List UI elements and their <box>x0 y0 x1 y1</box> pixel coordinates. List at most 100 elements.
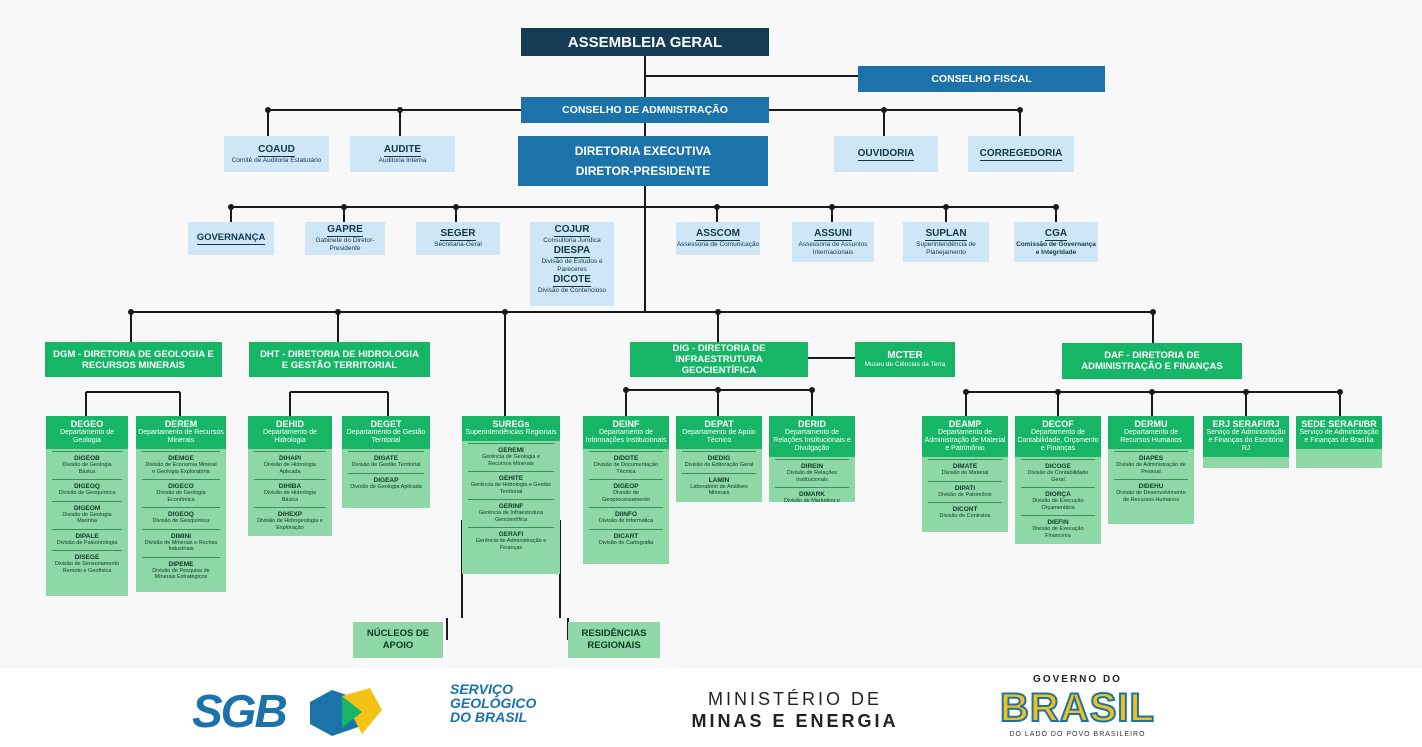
deget-code: DEGET <box>370 419 402 429</box>
seger-code: SEGER <box>440 228 476 241</box>
division-code: DIHEXP <box>277 511 303 518</box>
sgb-sub-2: GEOLÓGICO <box>450 695 537 711</box>
ouvidoria-box: OUVIDORIA <box>834 136 938 172</box>
division-code: LAMIN <box>708 476 730 484</box>
division-name: Divisão de Geoprocessamento <box>602 490 650 503</box>
seger-name: Secretaria-Geral <box>434 241 482 248</box>
division-code: DICONT <box>952 506 978 513</box>
diretoria-executiva-box: DIRETORIA EXECUTIVA DIRETOR-PRESIDENTE <box>518 136 768 186</box>
division-name: Divisão de Execução Orçamentária <box>1032 498 1084 511</box>
corregedoria-box: CORREGEDORIA <box>968 136 1074 172</box>
dgm-label: DGM - DIRETORIA DE GEOLOGIA E RECURSOS M… <box>53 348 214 371</box>
division-name: Divisão de Geologia Aplicada <box>350 483 422 490</box>
division-code: DIMATE <box>952 463 978 470</box>
audite-name: Auditoria Interna <box>378 156 427 164</box>
division-name: Divisão de Geologia Econômica <box>156 490 206 503</box>
division-name: Divisão de Hidrologia Aplicada <box>264 462 316 475</box>
ministerio-logo: MINISTÉRIO DE MINAS E ENERGIA <box>650 688 940 732</box>
division-name: Divisão de Pesquisa de Minerais Estratég… <box>152 567 210 581</box>
governanca-box: GOVERNANÇA <box>188 222 274 255</box>
division-code: DIPATI <box>954 484 976 492</box>
division-name: Gerência de Hidrologia e Gestão Territor… <box>470 482 552 495</box>
erj-code: ERJ SERAFI/RJ <box>1212 419 1280 429</box>
division-code: DIHIBA <box>278 483 302 490</box>
division-code: DIPEME <box>168 560 194 568</box>
division-name: Divisão de Economia Mineral e Geologia E… <box>145 462 217 475</box>
sgb-sub-1: SERVIÇO <box>450 681 514 697</box>
nucleos-apoio-box: NÚCLEOS DE APOIO <box>353 622 443 658</box>
division-code: DIREIN <box>800 463 824 470</box>
division-code: DISEGE <box>74 554 100 561</box>
deamp-code: DEAMP <box>948 419 982 429</box>
gapre-code: GAPRE <box>327 224 363 237</box>
coaud-name: Comitê de Auditoria Estatutário <box>231 156 322 164</box>
dig-label: DIG - DIRETORIA DE INFRAESTRUTURA GEOCIE… <box>672 343 766 376</box>
division-name: Divisão de Sensoriamento Remoto e Geofís… <box>54 561 120 574</box>
suplan-name: Superintendência de Planejamento <box>916 240 976 256</box>
governo-tagline: DO LADO DO POVO BRASILEIRO <box>1009 731 1146 738</box>
division-name: Laboratório de Análises Minerais <box>690 483 748 497</box>
daf-label: DAF - DIRETORIA DE ADMINISTRAÇÃO E FINAN… <box>1081 350 1223 372</box>
degeo-code: DEGEO <box>70 419 104 429</box>
division-name: Divisão de Geoquímica <box>152 518 210 524</box>
chart-area: ASSEMBLEIA GERAL CONSELHO FISCAL CONSELH… <box>45 28 1382 658</box>
dht-box: DHT - DIRETORIA DE HIDROLOGIA E GESTÃO T… <box>249 342 430 377</box>
division-name: Divisão de Contabilidade Geral <box>1027 470 1089 483</box>
division-name: Divisão de Documentação Técnica <box>593 462 659 475</box>
division-name: Divisão de Material <box>941 470 989 476</box>
erj-name: Serviço de Administração e Finanças do E… <box>1206 429 1286 452</box>
ministerio-line-2: MINAS E ENERGIA <box>691 711 899 731</box>
derid-name: Departamento de Relações Institucionais … <box>773 429 851 452</box>
division-name: Divisão de Hidrologia Básica <box>264 490 316 503</box>
footer: SGB SERVIÇO GEOLÓGICO DO BRASIL MINISTÉR… <box>0 668 1422 747</box>
division-code: DIEMGE <box>168 455 194 462</box>
cga-code: CGA <box>1044 227 1068 241</box>
audite-box: AUDITE Auditoria Interna <box>350 136 455 172</box>
diespa-code: DIESPA <box>553 245 591 258</box>
degeo-name: Departamento de Geologia <box>59 429 115 444</box>
division-name: Divisão de Minerais e Rochas Industriais <box>144 539 218 553</box>
division-name: Divisão de Gestão Territorial <box>351 462 421 468</box>
division-name: Gerência de Geologia e Recursos Minerais <box>481 454 541 467</box>
mcter-code: MCTER <box>887 350 923 361</box>
division-name: Divisão de Geoquímica <box>58 490 116 496</box>
division-code: DIGEOM <box>73 504 101 512</box>
deamp-name: Departamento de Administração de Materia… <box>924 429 1006 452</box>
suplan-code: SUPLAN <box>925 227 967 241</box>
conselho-fiscal-box: CONSELHO FISCAL <box>858 66 1105 92</box>
mcter-name: Museu de Ciências da Terra <box>864 361 946 368</box>
governo-brasil-text: BRASIL <box>999 685 1155 731</box>
depat-name: Departamento de Apoio Técnico <box>682 429 756 444</box>
coaud-code: COAUD <box>258 143 295 157</box>
division-code: DIMINI <box>170 532 192 540</box>
dht-label: DHT - DIRETORIA DE HIDROLOGIA E GESTÃO T… <box>260 348 419 371</box>
conselho-administracao-box: CONSELHO DE ADMNISTRAÇÃO <box>521 97 769 123</box>
division-name: Divisão de Geologia Básica <box>62 462 112 475</box>
